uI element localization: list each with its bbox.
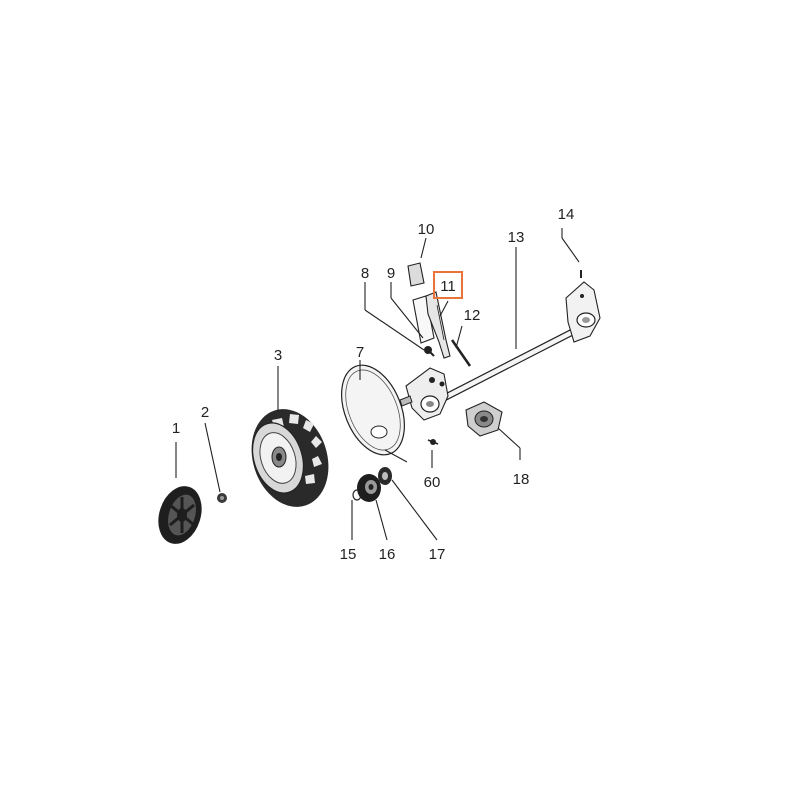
- leader-lines: [175, 228, 580, 541]
- part-axle-rod[interactable]: [438, 318, 594, 404]
- label-part-7: 7: [356, 344, 364, 361]
- label-part-9: 9: [387, 265, 395, 282]
- label-part-15: 15: [340, 546, 357, 563]
- label-part-12: 12: [464, 307, 481, 324]
- label-part-17: 17: [429, 546, 446, 563]
- label-part-10: 10: [418, 221, 435, 238]
- label-part-14: 14: [558, 206, 575, 223]
- highlight-box-part-11: [433, 271, 463, 299]
- part-wheel[interactable]: [239, 399, 340, 517]
- label-part-13: 13: [508, 229, 525, 246]
- part-bushing-clip[interactable]: [465, 401, 503, 437]
- callout-labels: 1 2 3 7 8 9 10 11 12 13 14 15 16 17 18 6…: [172, 206, 575, 563]
- part-plate[interactable]: [412, 295, 435, 344]
- part-pin[interactable]: [450, 339, 472, 367]
- part-nut[interactable]: [217, 493, 227, 503]
- part-cap[interactable]: [407, 262, 425, 287]
- part-bearing[interactable]: [378, 467, 392, 485]
- part-screw[interactable]: [427, 439, 439, 445]
- part-side-plate[interactable]: [399, 367, 449, 421]
- label-part-3: 3: [274, 347, 282, 364]
- label-part-18: 18: [513, 471, 530, 488]
- label-part-16: 16: [379, 546, 396, 563]
- part-wheel-cover[interactable]: [329, 356, 416, 464]
- part-hub-cap[interactable]: [152, 481, 208, 549]
- part-pinion-gear[interactable]: [357, 474, 381, 502]
- label-part-11: 11: [440, 278, 456, 295]
- label-part-2: 2: [201, 404, 209, 421]
- label-part-1: 1: [172, 420, 180, 437]
- part-height-bracket[interactable]: [565, 270, 601, 343]
- part-lever[interactable]: [425, 291, 451, 359]
- part-bolt[interactable]: [424, 346, 435, 357]
- label-part-8: 8: [361, 265, 369, 282]
- label-part-60: 60: [424, 474, 441, 491]
